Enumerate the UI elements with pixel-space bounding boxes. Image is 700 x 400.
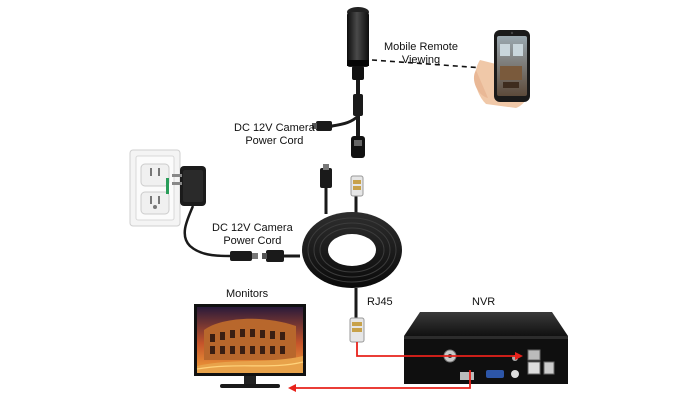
power-adapter-icon: [172, 166, 206, 206]
cable-coil-icon: [284, 164, 402, 318]
adapter-cord: [183, 205, 231, 258]
nvr-to-monitor-arrow: [288, 370, 471, 392]
nvr-device-icon: [404, 312, 568, 384]
camera-pigtail-cable: [328, 80, 363, 138]
rj45-connector-bottom: [349, 317, 365, 343]
camera-power-bottom-line2: Power Cord: [223, 235, 282, 247]
camera-power-bottom-line1: DC 12V Camera: [212, 222, 293, 234]
camera-power-top-line2: Power Cord: [245, 135, 304, 147]
camera-power-top-line1: DC 12V Camera: [234, 122, 315, 134]
monitors-label: Monitors: [226, 288, 269, 300]
rj45-to-nvr-arrow: [356, 342, 523, 360]
wall-outlet-icon: [129, 149, 181, 227]
nvr-label: NVR: [472, 296, 496, 308]
smartphone-icon: [473, 30, 530, 108]
mobile-remote-line1: Mobile Remote: [384, 41, 458, 53]
dc-jack-cable: [262, 250, 284, 262]
monitor-icon: [194, 304, 306, 388]
camera-power-cord-label-bottom: DC 12V Camera Power Cord: [212, 222, 293, 248]
wireless-link-line: [371, 59, 485, 69]
mobile-remote-label: Mobile Remote Viewing: [384, 41, 458, 67]
dc-plug-adapter: [230, 251, 258, 261]
rj45-coupler-camera: [351, 136, 365, 158]
bullet-camera-icon: [347, 7, 369, 80]
mobile-remote-line2: Viewing: [401, 54, 441, 66]
rj45-connector-icon: [350, 175, 364, 197]
rj45-label: RJ45: [367, 296, 393, 308]
camera-power-cord-label-top: DC 12V Camera Power Cord: [234, 122, 315, 148]
dc-jack-camera: [312, 121, 332, 131]
